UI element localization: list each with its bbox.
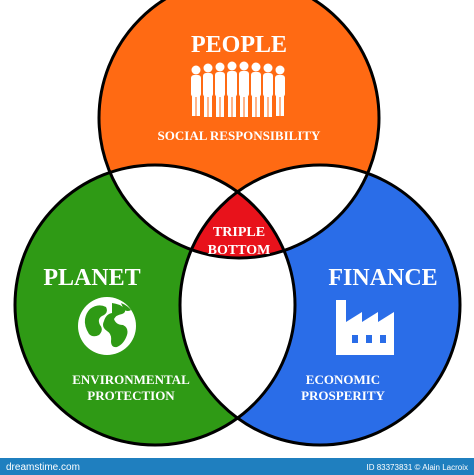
people-title: PEOPLE bbox=[191, 32, 287, 58]
circle-outlines bbox=[13, 0, 462, 447]
globe-icon bbox=[78, 297, 136, 355]
center-line-3: LINE bbox=[222, 261, 256, 276]
footer-bar bbox=[0, 458, 474, 475]
triple-overlap bbox=[180, 165, 295, 258]
center-line-2: BOTTOM bbox=[208, 243, 271, 258]
finance-subtitle-line-2: PROSPERITY bbox=[301, 388, 385, 403]
footer-credit: ID 83373831 © Alain Lacroix bbox=[366, 463, 468, 472]
factory-icon bbox=[336, 300, 394, 355]
planet-subtitle-line-1: ENVIRONMENTAL bbox=[72, 372, 190, 387]
people-silhouette-icon bbox=[191, 61, 285, 117]
planet-subtitle-line-2: PROTECTION bbox=[87, 388, 175, 403]
footer-brand: dreamstime.com bbox=[6, 462, 80, 473]
people-subtitle: SOCIAL RESPONSIBILITY bbox=[158, 128, 322, 143]
finance-title: FINANCE bbox=[328, 265, 437, 291]
planet-title: PLANET bbox=[43, 265, 140, 291]
finance-subtitle-line-1: ECONOMIC bbox=[306, 372, 380, 387]
center-line-1: TRIPLE bbox=[213, 225, 265, 240]
